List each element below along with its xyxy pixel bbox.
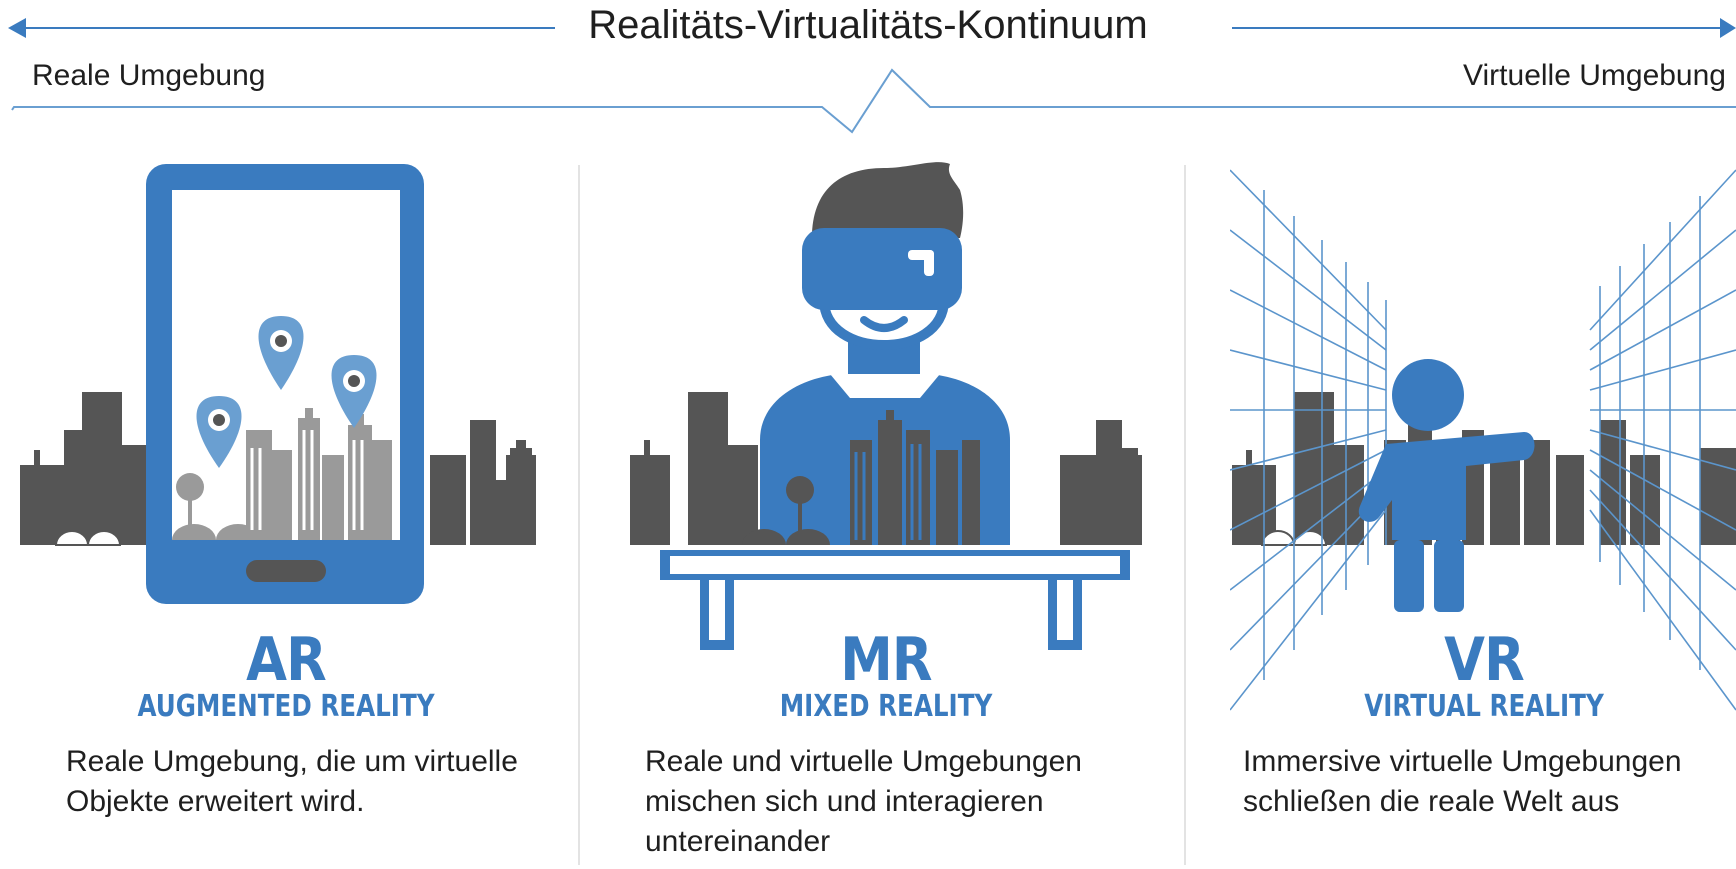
mr-illustration xyxy=(630,162,1142,650)
city-skyline-icon xyxy=(1232,392,1736,546)
vr-description: Immersive virtuelle Umgebungen schließen… xyxy=(1243,745,1682,818)
continuum-arrow xyxy=(8,18,1736,38)
city-skyline-icon xyxy=(630,392,1142,545)
vr-headset-person-icon xyxy=(802,228,962,310)
arrow-left-head-icon xyxy=(8,18,26,38)
table-icon xyxy=(660,550,1130,650)
perspective-grid-icon xyxy=(1230,169,1736,711)
ar-full-name: AUGMENTED REALITY xyxy=(137,689,435,724)
ar-description: Reale Umgebung, die um virtuelle Objekte… xyxy=(66,745,518,818)
vr-illustration xyxy=(1230,169,1736,711)
continuum-right-label: Virtuelle Umgebung xyxy=(1463,59,1726,92)
panel-divider xyxy=(578,165,580,865)
mr-full-name: MIXED REALITY xyxy=(779,689,993,724)
pointing-person-icon xyxy=(1358,359,1535,612)
continuum-bracket-line xyxy=(11,68,1736,134)
mr-abbreviation: MR xyxy=(840,625,932,695)
vr-abbreviation: VR xyxy=(1444,625,1525,695)
continuum-left-label: Reale Umgebung xyxy=(32,59,266,92)
city-skyline-icon xyxy=(20,392,536,546)
mr-description: Reale und virtuelle Umgebungen mischen s… xyxy=(645,745,1082,858)
ar-illustration xyxy=(20,164,536,604)
vr-full-name: VIRTUAL REALITY xyxy=(1364,689,1604,724)
ar-abbreviation: AR xyxy=(246,625,327,695)
diagram-title: Realitäts-Virtualitäts-Kontinuum xyxy=(588,3,1148,47)
hair xyxy=(812,162,964,238)
panel-divider xyxy=(1184,165,1186,865)
arrow-right-head-icon xyxy=(1720,18,1736,38)
